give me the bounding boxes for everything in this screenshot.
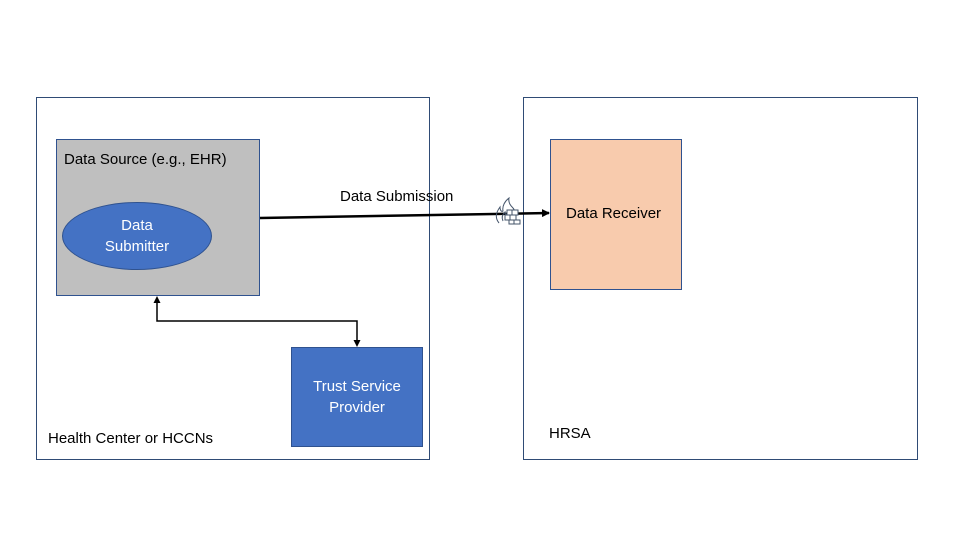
data-receiver-label: Data Receiver — [566, 205, 662, 222]
firewall-icon — [495, 196, 521, 225]
connector-arrow-down — [353, 340, 361, 347]
tsp-label-line2: Provider — [329, 399, 385, 416]
data-submission-arrow — [259, 209, 550, 220]
data-submitter-label-line2: Submitter — [104, 238, 170, 255]
data-submission-label: Data Submission — [340, 188, 454, 205]
health-center-container — [36, 97, 430, 460]
data-submitter-label: Data Submitter — [105, 215, 169, 257]
trust-service-provider-box: Trust Service Provider — [291, 347, 423, 447]
trust-service-provider-label: Trust Service Provider — [313, 376, 401, 418]
source-tsp-connector — [156, 302, 358, 341]
hrsa-container — [523, 97, 918, 460]
data-submitter-node: Data Submitter — [62, 202, 212, 270]
connector-arrow-up — [153, 296, 161, 303]
data-receiver-box — [550, 139, 682, 290]
data-source-label: Data Source (e.g., EHR) — [64, 151, 227, 168]
tsp-label-line1: Trust Service — [313, 378, 401, 395]
health-center-label: Health Center or HCCNs — [48, 430, 214, 447]
data-submitter-label-line1: Data — [121, 217, 153, 234]
hrsa-label: HRSA — [549, 425, 591, 442]
